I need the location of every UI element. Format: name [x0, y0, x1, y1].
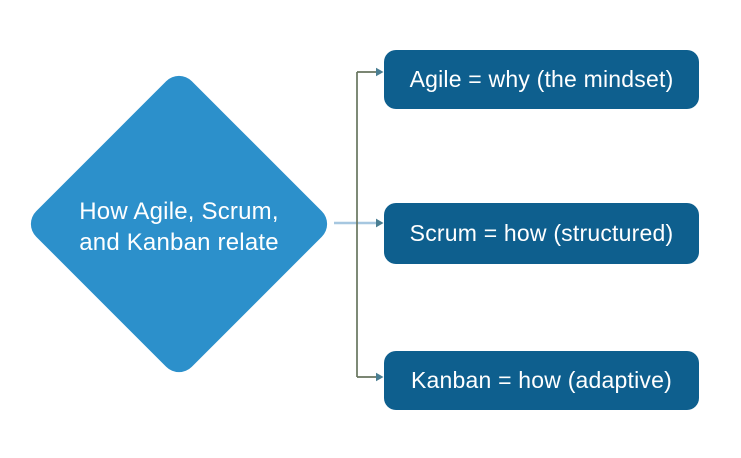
- node-kanban-label: Kanban = how (adaptive): [411, 367, 672, 393]
- node-agile-label: Agile = why (the mindset): [409, 66, 674, 92]
- node-kanban: Kanban = how (adaptive): [384, 351, 699, 410]
- node-scrum-label: Scrum = how (structured): [409, 220, 674, 246]
- node-agile: Agile = why (the mindset): [384, 50, 699, 109]
- diamond-label-line2: and Kanban relate: [79, 229, 279, 256]
- arrowhead-bottom-icon: [376, 372, 384, 382]
- diamond-label-line1: How Agile, Scrum,: [79, 198, 279, 225]
- arrowhead-top-icon: [376, 67, 384, 77]
- node-scrum: Scrum = how (structured): [384, 203, 699, 264]
- arrowhead-middle-icon: [376, 218, 384, 228]
- diamond-label: How Agile, Scrum, and Kanban relate: [49, 192, 309, 262]
